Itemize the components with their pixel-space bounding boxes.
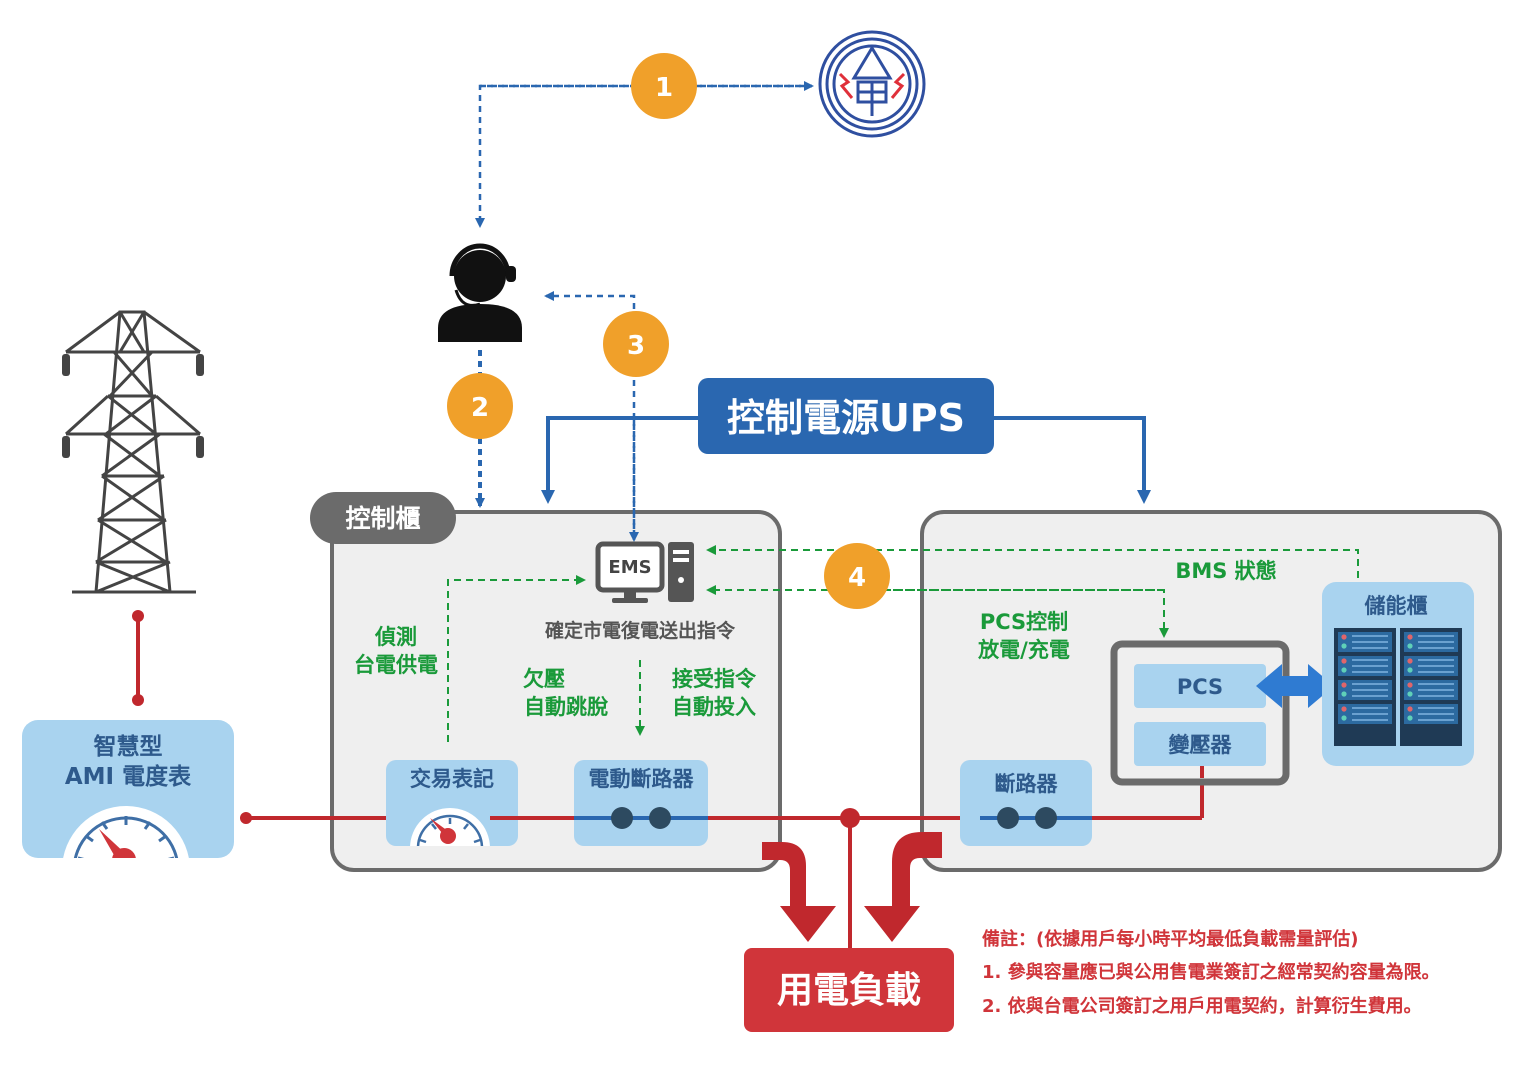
ems-label: EMS: [608, 557, 651, 578]
detect-label-line2: 台電供電: [354, 653, 438, 677]
ems-caption: 確定市電復電送出指令: [545, 619, 736, 642]
storage-label: 儲能櫃: [1365, 594, 1428, 618]
ami-line2: AMI 電度表: [65, 763, 192, 790]
bms-status-label: BMS 狀態: [1175, 559, 1276, 583]
undervolt-label-line2: 自動跳脫: [524, 695, 609, 719]
control-cabinet-title: 控制櫃: [345, 504, 420, 533]
step-4-label: 4: [848, 563, 866, 593]
trade-meter-gauge-icon: [410, 808, 490, 846]
pcs-control-line2: 放電/充電: [977, 638, 1070, 662]
pcs-storage-double-arrow: [1256, 664, 1334, 708]
ems-computer-icon: [595, 541, 694, 603]
step-badge-2: [447, 373, 513, 439]
trade-meter-label: 交易表記: [410, 767, 494, 791]
pcs-label: PCS: [1177, 675, 1223, 699]
control-cabinet-tab: [310, 492, 456, 544]
server-rack-icon: [1334, 628, 1462, 746]
ups-label: 控制電源UPS: [727, 396, 965, 440]
tower-node: [132, 610, 144, 622]
notes-item-2: 2. 依與台電公司簽訂之用戶用電契約，計算衍生費用。: [982, 995, 1422, 1017]
accept-label-line2: 自動投入: [672, 695, 756, 719]
ami-line1: 智慧型: [94, 733, 163, 760]
transformer-label: 變壓器: [1169, 733, 1233, 757]
ami-node: [132, 694, 144, 706]
load-flow-arrows: [762, 832, 942, 942]
storage-breaker-contact-right: [1035, 807, 1057, 829]
storage-breaker-box: [960, 760, 1092, 846]
pcs-box: [1134, 664, 1266, 708]
load-label: 用電負載: [777, 970, 921, 1011]
step-badge-3: [603, 311, 669, 377]
operator-headset-icon: [438, 243, 522, 342]
step-badge-1: [631, 53, 697, 119]
taipower-logo: [818, 30, 926, 138]
step-badges: 1 2 3 4: [447, 53, 890, 609]
ups-connectors: [541, 416, 1151, 504]
motor-breaker-contact-left: [611, 807, 633, 829]
accept-label-line1: 接受指令: [672, 667, 757, 691]
ups-box: [698, 378, 994, 454]
step-2-label: 2: [471, 393, 489, 423]
storage-breaker-contact-left: [997, 807, 1019, 829]
signal-lines-green: [447, 545, 1359, 742]
ami-gauge-icon: [62, 806, 190, 858]
ami-meter-box: [22, 720, 234, 858]
detect-label-line1: 偵測: [374, 625, 417, 649]
motor-breaker-box: [574, 760, 708, 846]
storage-breaker-label: 斷路器: [995, 772, 1059, 796]
step-1-label: 1: [655, 73, 673, 103]
undervolt-label-line1: 欠壓: [523, 667, 565, 691]
load-box: [744, 948, 954, 1032]
step-badge-4: [824, 543, 890, 609]
tower-insulators: [62, 354, 204, 458]
transmission-tower-icon: [64, 310, 201, 594]
pcs-control-line1: PCS控制: [980, 610, 1068, 634]
step-3-label: 3: [627, 331, 645, 361]
motor-breaker-label: 電動斷路器: [589, 767, 695, 791]
motor-breaker-contact-right: [649, 807, 671, 829]
notes-title: 備註：(依據用戶每小時平均最低負載需量評估): [982, 928, 1358, 950]
transformer-box: [1134, 722, 1266, 766]
notes-item-1: 1. 參與容量應已與公用售電業簽訂之經常契約容量為限。: [982, 961, 1440, 983]
